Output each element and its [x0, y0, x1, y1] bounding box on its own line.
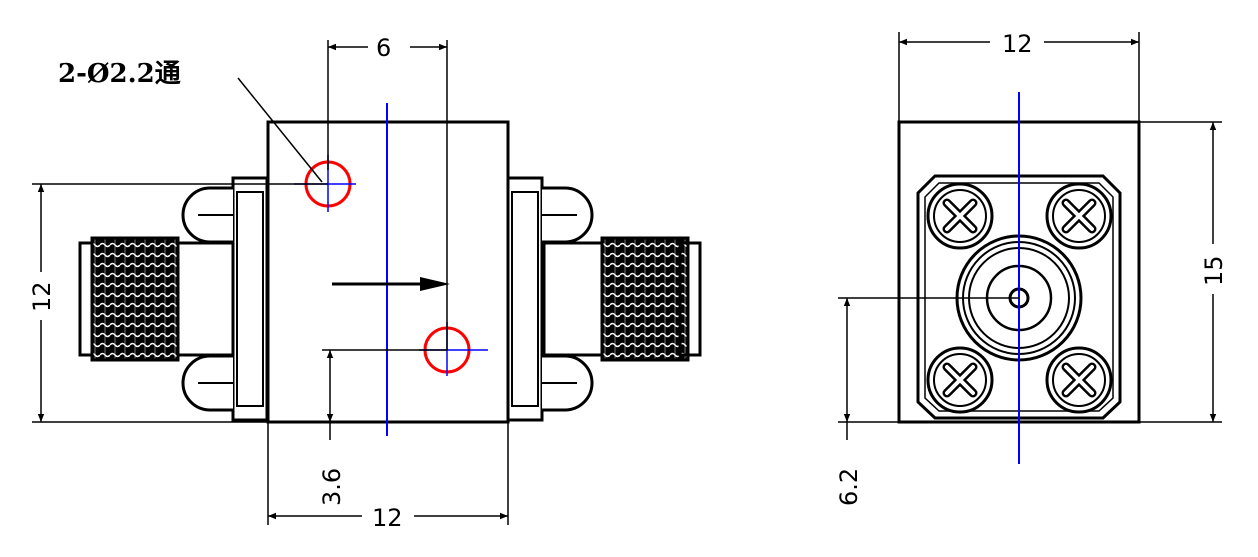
screw-bottom-left: [926, 346, 994, 414]
right-flange: [506, 176, 594, 422]
right-connector: [542, 236, 702, 362]
hole-callout: 2-Ø2.2通: [58, 59, 323, 183]
dim-side-width: 12: [898, 30, 1140, 122]
dim-hole-spacing: 6: [327, 34, 448, 350]
direction-arrow: [332, 277, 450, 291]
dim-connector-height-label: 6.2: [835, 468, 863, 506]
dim-hole-offset: 3.6: [318, 349, 447, 506]
front-view: 2-Ø2.2通 6 12 3.6: [28, 34, 702, 532]
dim-hole-spacing-label: 6: [376, 34, 391, 62]
dim-front-height-label: 12: [28, 281, 56, 312]
screw-top-left: [926, 182, 994, 250]
hole-callout-text: 2-Ø2.2通: [58, 59, 181, 89]
dim-hole-offset-label: 3.6: [318, 468, 346, 506]
screw-top-right: [1045, 182, 1113, 250]
side-view: 12 15 6.2: [835, 30, 1228, 506]
dim-side-width-label: 12: [1002, 30, 1033, 58]
dim-front-width: 12: [267, 422, 509, 532]
dim-front-height: 12: [28, 183, 328, 423]
dim-side-height: 15: [1139, 121, 1228, 423]
dim-side-height-label: 15: [1200, 255, 1228, 286]
dim-connector-height: 6.2: [835, 297, 1019, 506]
dim-front-width-label: 12: [372, 504, 403, 532]
screw-bottom-right: [1045, 346, 1113, 414]
left-connector: [78, 236, 238, 362]
left-flange: [181, 176, 269, 422]
